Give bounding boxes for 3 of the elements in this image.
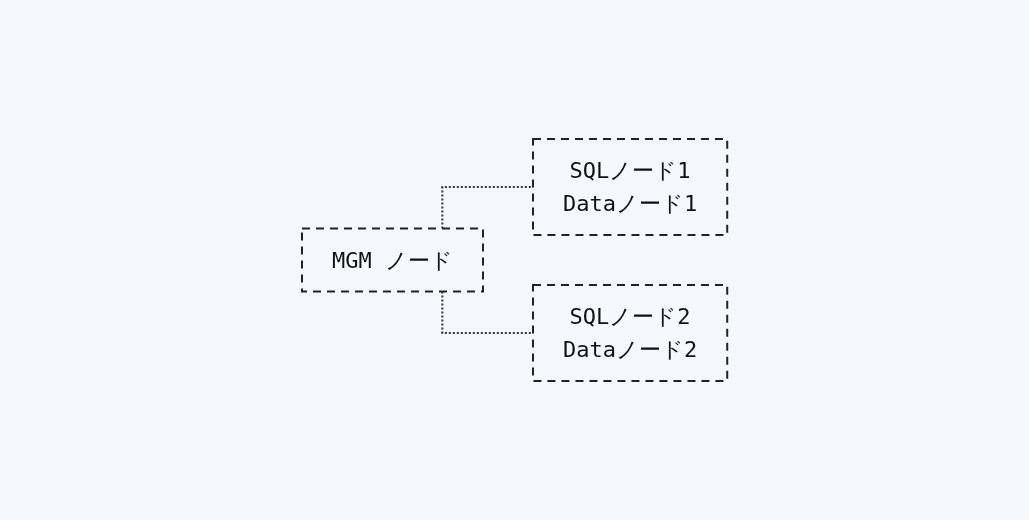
node-box: SQLノード1 Dataノード1 [531, 138, 729, 236]
node-box: MGM ノード [300, 227, 484, 293]
node-box: SQLノード2 Dataノード2 [531, 284, 729, 382]
